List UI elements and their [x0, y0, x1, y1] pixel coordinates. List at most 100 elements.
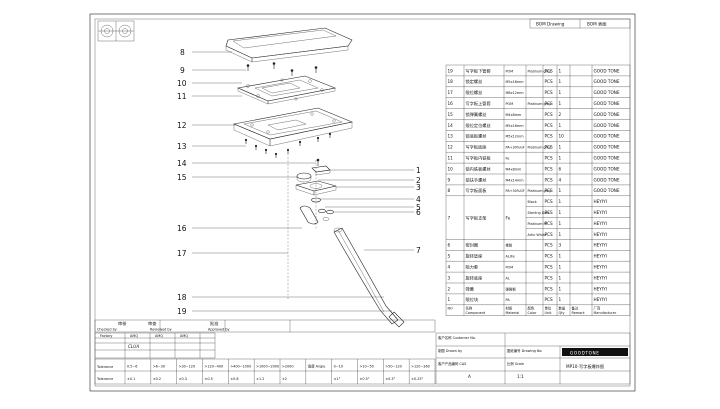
callout-6: 6: [416, 208, 421, 217]
amq-3: AMQ: [180, 334, 188, 338]
leader-lines-left: [192, 51, 392, 312]
tolerance-grid: ToleranceTolerance0.5~6±0.1>6~30±0.2>30~…: [96, 359, 430, 384]
tolerance-value: ±1.2: [256, 377, 264, 381]
tolerance-range: >6~30: [153, 365, 165, 369]
tolerance-value: ±0.5°: [360, 377, 370, 381]
bom-cell-qty: 6: [559, 166, 562, 171]
part-16-sleeve: [299, 205, 319, 225]
bom-cell-qty: 1: [559, 275, 562, 280]
bom-cell-qty: 1: [559, 156, 562, 161]
tolerance-value: ±0.8: [230, 377, 238, 381]
bom-cell-name: 限位定位螺丝: [466, 122, 491, 129]
callout-1: 1: [416, 166, 421, 175]
bom-cell-qty: 1: [559, 90, 562, 95]
bom-cell-unit: PCS: [545, 177, 553, 182]
callout-17: 17: [177, 249, 187, 258]
bom-cell-name: 写字板底座: [466, 144, 487, 151]
callout-14: 14: [177, 159, 187, 168]
part-14-screw: [316, 158, 320, 166]
bom-cell-material: PA+30%GF: [506, 189, 525, 193]
bom-cell-material: M5x16mm: [506, 124, 525, 128]
callout-16: 16: [177, 224, 187, 233]
bom-cell-unit: PCS: [545, 243, 553, 248]
callout-9: 9: [180, 66, 185, 75]
bom-cell-unit: PCS: [545, 123, 553, 128]
bom-cell-name: 锁扶手螺丝: [466, 176, 487, 183]
bom-cell-maker: HEYIYI: [594, 243, 607, 248]
bom-cell-unit: PCS: [545, 221, 553, 226]
bom-cell-no: 17: [448, 90, 454, 95]
callouts-right: 1 2 3 4 5 6 7: [416, 166, 421, 255]
bom-header-maker: 厂商: [594, 306, 601, 311]
bom-cell-qty: 4: [559, 177, 562, 182]
bom-cell-unit: PCS: [545, 265, 553, 270]
bom-cell-material: M4x14mm: [506, 178, 525, 182]
bom-cell-maker: HEYIYI: [594, 221, 607, 226]
bom-cell-material: POM: [506, 102, 514, 106]
part-11-inner-plate: [236, 75, 337, 105]
bom-cell-name: 写字板支架: [466, 215, 487, 222]
bom-cell-no: 8: [448, 188, 451, 193]
bom-cell-no: 7: [448, 216, 451, 221]
bom-cell-material: PA+30%GF: [506, 146, 525, 150]
callout-2: 2: [416, 176, 421, 185]
bom-cell-name: 写字板面板: [466, 187, 488, 194]
bom-cell-unit: PCS: [545, 254, 553, 259]
drawn-by-label: 制图 Drawn by: [438, 348, 462, 353]
factory-label: Factory: [100, 334, 112, 338]
revision: A: [468, 374, 471, 379]
callout-8: 8: [180, 48, 185, 57]
tolerance-label: Tolerance: [96, 365, 113, 369]
bom-cell-qty: 1: [559, 101, 562, 106]
bom-cell-qty: 3: [559, 243, 562, 248]
bom-cell-color: Platinum grey: [528, 189, 552, 193]
bom-cell-unit: PCS: [545, 134, 553, 139]
bom-header-qty: 数量: [559, 306, 566, 311]
callout-18: 18: [177, 293, 187, 302]
bom-cell-qty: 1: [559, 210, 562, 215]
tolerance-label-2: Tolerance: [96, 377, 113, 381]
part-12-base: [232, 107, 354, 147]
bom-cell-unit: PCS: [545, 79, 553, 84]
bom-cell-color: Platinum grey: [528, 146, 552, 150]
leader-lines-right: [318, 169, 414, 251]
bom-cell-no: 5: [448, 254, 451, 259]
bom-header-unit: 单位: [545, 306, 552, 311]
bom-cell-maker: HEYIYI: [594, 254, 607, 259]
bom-cell-no: 10: [448, 166, 454, 171]
amq-1: AMQ: [130, 334, 138, 338]
bom-cell-name: 写字板上管套: [466, 100, 492, 107]
approve-cn: 批准: [210, 320, 218, 327]
checked-by: Checked by: [97, 328, 117, 332]
bom-cell-unit: PCS: [545, 112, 553, 117]
bom-cell-unit: PCS: [545, 68, 553, 73]
bom-cell-qty: 1: [559, 188, 562, 193]
bom-cell-name: 旋转底座: [466, 274, 483, 281]
callout-10: 10: [177, 79, 187, 88]
bom-cell-color: Artic White: [528, 233, 547, 237]
tolerance-range: >120~360: [411, 365, 430, 369]
tolerance-range: >120~400: [205, 365, 224, 369]
bom-cell-name: 锁底板螺丝: [466, 133, 487, 140]
title-block: 审核 审查 批准 Checked by Reviewed by Approved…: [94, 319, 631, 385]
tolerance-range: >50~120: [385, 365, 401, 369]
bom-cell-unit: PCS: [545, 210, 553, 215]
callout-11: 11: [177, 92, 187, 101]
bom-cell-material: 橡胶: [506, 243, 513, 248]
bom-cell-qty: 1: [559, 297, 562, 302]
bom-cell-no: 6: [448, 243, 451, 248]
bom-cell-no: 4: [448, 265, 451, 270]
bom-cell-maker: GOOD TONE: [594, 156, 620, 161]
bom-header-unit-en: Unit: [545, 311, 553, 315]
bom-cell-no: 9: [448, 177, 451, 182]
bom-cell-name: 锁弹簧螺丝: [466, 111, 487, 118]
bom-cell-maker: GOOD TONE: [594, 177, 620, 182]
scale-label: 比例 Scale: [507, 361, 524, 366]
bom-cn-label: BOM 表图: [587, 21, 606, 28]
bom-cell-name: 锁内铁板螺丝: [466, 165, 491, 172]
bom-cell-material: Fe: [506, 216, 511, 221]
bom-cell-maker: HEYIYI: [594, 265, 607, 270]
